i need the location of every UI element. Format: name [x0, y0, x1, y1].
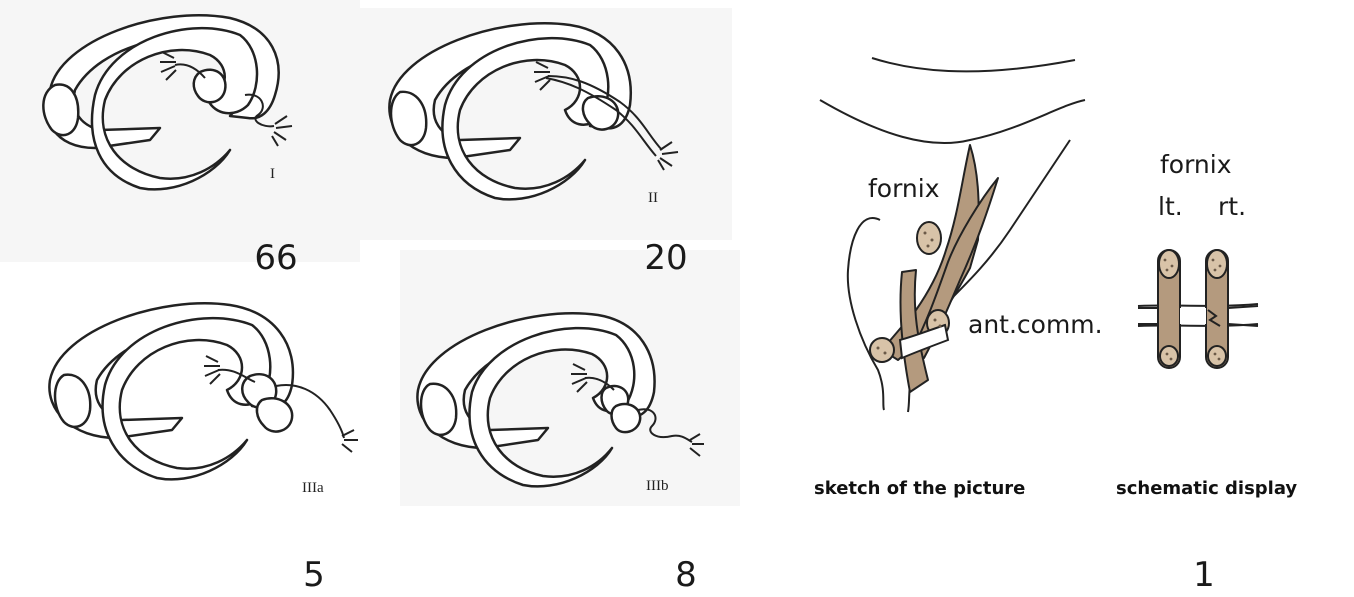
- variant-panel-4: IIIb: [410, 300, 720, 510]
- brain-diagram-4: [410, 300, 720, 510]
- schematic-fornix-label: fornix: [1160, 150, 1232, 179]
- variant-roman-label: I: [270, 166, 275, 183]
- variant-count: 20: [626, 238, 706, 278]
- schematic-right-label: rt.: [1218, 192, 1246, 221]
- sketch-antcomm-label: ant.comm.: [968, 310, 1103, 339]
- schematic-count: 1: [1164, 555, 1244, 595]
- fornix-sketch-drawing: [820, 40, 1100, 430]
- variant-panel-3: IIIa: [40, 290, 380, 510]
- variant-panel-1: I: [0, 0, 360, 260]
- schematic-panel: [1120, 238, 1260, 378]
- variant-count: 8: [646, 555, 726, 595]
- sketch-fornix-label: fornix: [868, 174, 940, 203]
- schematic-drawing: [1120, 238, 1260, 378]
- sketch-caption: sketch of the picture: [814, 478, 1025, 499]
- sketch-panel: fornix ant.comm.: [820, 40, 1100, 430]
- brain-diagram-1: [0, 0, 360, 260]
- brain-diagram-2: [380, 10, 720, 240]
- schematic-caption: schematic display: [1116, 478, 1297, 499]
- variant-roman-label: IIIb: [646, 478, 669, 495]
- variant-panel-2: II: [380, 10, 720, 240]
- variant-count: 5: [274, 555, 354, 595]
- brain-diagram-3: [40, 290, 380, 510]
- variant-count: 66: [236, 238, 316, 278]
- variant-roman-label: II: [648, 190, 658, 207]
- schematic-left-label: lt.: [1158, 192, 1183, 221]
- variant-roman-label: IIIa: [302, 480, 324, 497]
